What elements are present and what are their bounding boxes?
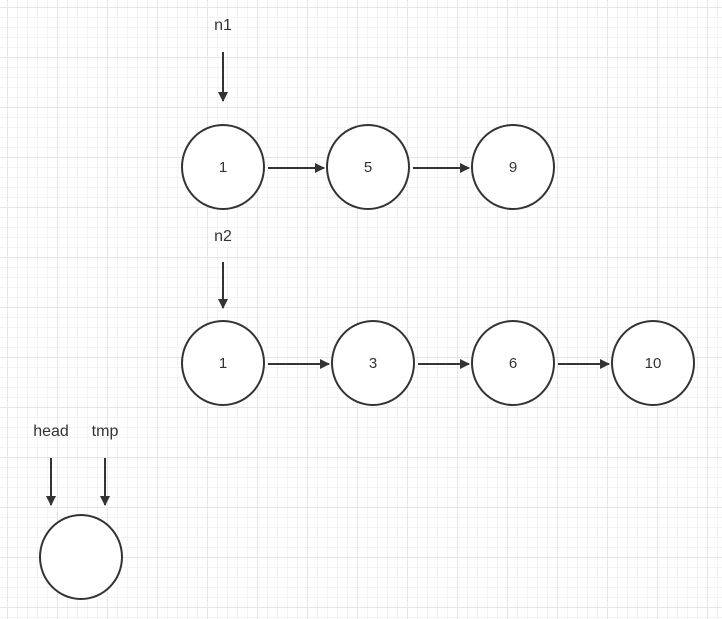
list2-node-2: 3: [331, 320, 415, 406]
n2-pointer-label: n2: [214, 228, 232, 245]
tmp-pointer-label: tmp: [91, 423, 119, 440]
list1-node-1: 1: [181, 124, 265, 210]
list1-node-2: 5: [326, 124, 410, 210]
result-node: [39, 514, 123, 600]
list2-node-1: 1: [181, 320, 265, 406]
list2-node-4: 10: [611, 320, 695, 406]
list2-node-3: 6: [471, 320, 555, 406]
head-pointer-label: head: [33, 423, 69, 440]
list1-node-3: 9: [471, 124, 555, 210]
n1-pointer-label: n1: [214, 17, 232, 34]
